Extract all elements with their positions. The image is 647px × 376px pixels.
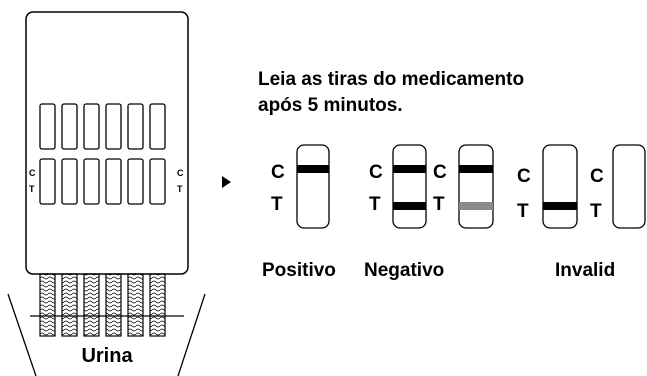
- positive-strip: [296, 144, 330, 229]
- invalid-strip2-c-label: C: [590, 166, 604, 187]
- positive-t-label: T: [271, 194, 283, 215]
- invalid-strip-2: [612, 144, 646, 229]
- card-right-t-label: T: [177, 184, 183, 194]
- test-card: C T C T: [25, 11, 189, 275]
- negative-strip1-test-line: [393, 202, 426, 210]
- invalid-label: Invalid: [555, 260, 615, 281]
- card-left-t-label: T: [29, 184, 35, 194]
- cup-label: Urina: [81, 345, 133, 367]
- negative-strip2-c-label: C: [433, 162, 447, 183]
- negative-result: C T C T Negativo: [364, 144, 494, 281]
- invalid-strip1-test-line: [543, 202, 577, 210]
- negative-strip2-faint-test-line: [459, 202, 493, 210]
- top-window-row: [39, 103, 166, 150]
- negative-strip2-control-line: [459, 165, 493, 173]
- urine-cup: [7, 293, 206, 376]
- invalid-result: C T C T Invalid: [517, 144, 646, 281]
- instruction-line-1: Leia as tiras do medicamento: [258, 69, 524, 90]
- instruction-line-2: após 5 minutos.: [258, 95, 403, 116]
- invalid-strip2-t-label: T: [590, 201, 602, 222]
- card-right-c-label: C: [177, 168, 184, 178]
- bottom-window-row: [39, 158, 166, 205]
- negative-strip1-c-label: C: [369, 162, 383, 183]
- negative-label: Negativo: [364, 260, 444, 281]
- play-triangle-icon: [222, 176, 231, 188]
- negative-strip1-control-line: [393, 165, 426, 173]
- dip-strips: [39, 273, 166, 337]
- negative-strip-1: [392, 144, 427, 229]
- invalid-strip-1: [542, 144, 578, 229]
- invalid-strip1-c-label: C: [517, 166, 531, 187]
- negative-strip1-t-label: T: [369, 194, 381, 215]
- positive-control-line: [297, 165, 329, 173]
- card-left-c-label: C: [29, 168, 36, 178]
- invalid-strip1-t-label: T: [517, 201, 529, 222]
- negative-strip-2: [458, 144, 494, 229]
- positive-label: Positivo: [262, 260, 336, 281]
- negative-strip2-t-label: T: [433, 194, 445, 215]
- positive-c-label: C: [271, 162, 285, 183]
- positive-result: C T Positivo: [262, 144, 336, 281]
